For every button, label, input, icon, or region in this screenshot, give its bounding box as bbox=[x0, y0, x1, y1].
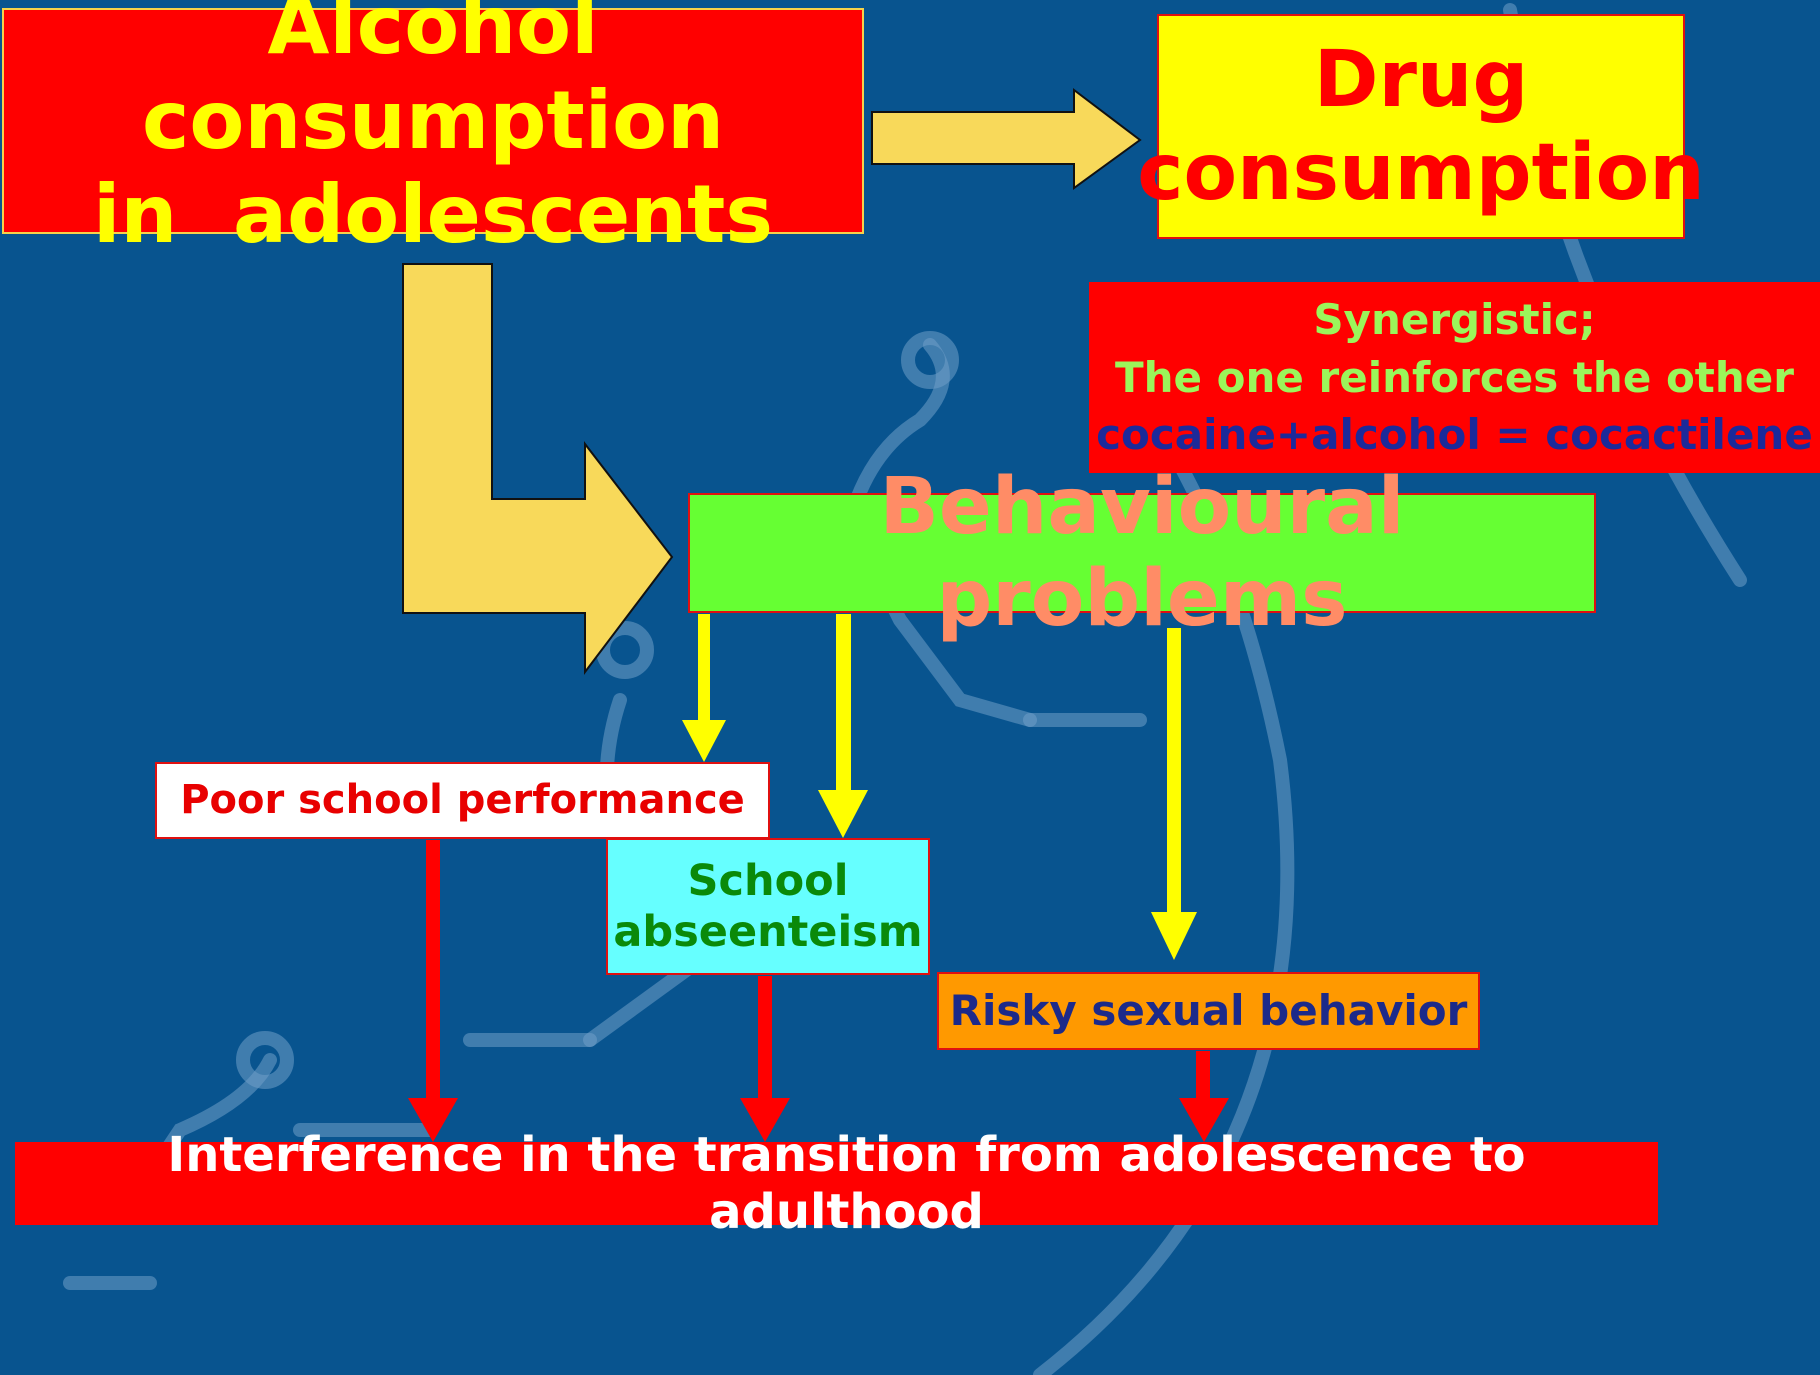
red-arrow-from-risky bbox=[1179, 1051, 1229, 1142]
yellow-arrow-to-absenteeism bbox=[818, 614, 868, 838]
poor-school-performance-box: Poor school performance bbox=[155, 762, 770, 839]
red-arrow-from-absenteeism bbox=[740, 976, 790, 1142]
alcohol-line-2: in adolescents bbox=[92, 168, 774, 262]
behavioural-problems-label: Behavioural problems bbox=[879, 461, 1405, 644]
synergistic-note-box: Synergistic; The one reinforces the othe… bbox=[1089, 282, 1820, 473]
interference-label: Interference in the transition from adol… bbox=[167, 1126, 1526, 1240]
interference-transition-box: Interference in the transition from adol… bbox=[15, 1127, 1658, 1240]
drug-line-2: consumption bbox=[1137, 127, 1705, 218]
behavioural-problems-box: Behavioural problems bbox=[688, 462, 1596, 644]
background-head-top bbox=[901, 331, 959, 389]
drug-consumption-box: Drug consumption bbox=[1137, 14, 1705, 239]
absenteeism-line-1: School bbox=[687, 855, 849, 906]
background-head-middle bbox=[596, 621, 654, 679]
school-absenteeism-box: School abseenteism bbox=[606, 838, 930, 975]
synergy-line-2: The one reinforces the other bbox=[1115, 352, 1794, 402]
red-arrow-from-poor-school bbox=[408, 840, 458, 1142]
absenteeism-line-2: abseenteism bbox=[613, 906, 923, 957]
drug-line-1: Drug bbox=[1313, 35, 1529, 126]
background-head-low bbox=[236, 1031, 294, 1089]
background-figure-low bbox=[153, 1053, 277, 1167]
alcohol-line-1: Alcohol consumption bbox=[141, 0, 725, 167]
synergy-line-3: cocaine+alcohol = cocactilene bbox=[1096, 410, 1813, 460]
yellow-arrow-to-risky bbox=[1151, 628, 1197, 960]
synergy-line-1: Synergistic; bbox=[1313, 294, 1596, 344]
yellow-arrow-to-poor-school bbox=[682, 614, 726, 762]
block-arrow-to-drug bbox=[871, 87, 1142, 190]
poor-school-label: Poor school performance bbox=[180, 776, 745, 823]
alcohol-consumption-box: Alcohol consumption in adolescents bbox=[2, 0, 864, 261]
risky-label: Risky sexual behavior bbox=[949, 986, 1468, 1036]
block-arrow-to-behaviour bbox=[402, 263, 674, 675]
risky-sexual-behavior-box: Risky sexual behavior bbox=[937, 972, 1480, 1050]
